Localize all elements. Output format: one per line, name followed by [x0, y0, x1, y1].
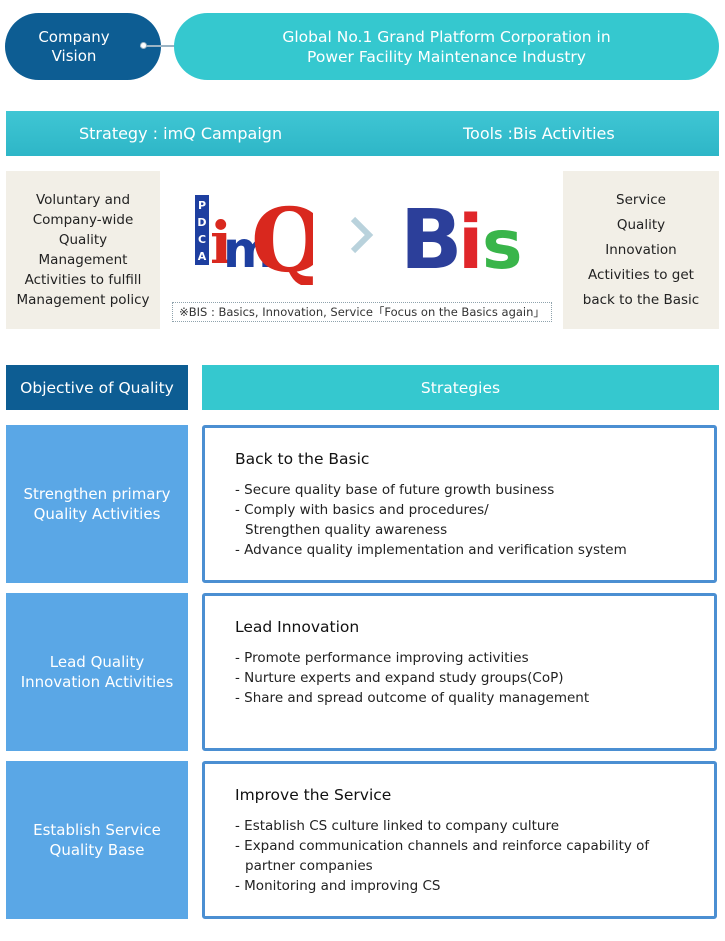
strategy-title: Back to the Basic — [235, 450, 370, 468]
imq-letter-i: i — [210, 209, 232, 277]
chevron-right-icon — [350, 216, 374, 254]
imq-description-box: Voluntary and Company-wide Quality Manag… — [6, 171, 160, 329]
bis-desc-line: back to the Basic — [582, 291, 700, 308]
objective-line: Innovation Activities — [20, 673, 174, 691]
strategy-item: - Secure quality base of future growth b… — [235, 482, 555, 498]
strategy-title: Improve the Service — [235, 786, 392, 804]
vision-label-line1: Company — [38, 27, 110, 46]
pdca-letter-c: C — [198, 233, 206, 246]
imq-logo: P D C A i m Q — [195, 188, 313, 285]
bis-desc-line: Service — [616, 191, 666, 208]
bis-letter-s: s — [482, 206, 522, 280]
bis-letter-b: B — [400, 193, 463, 280]
strategies-header: Strategies — [202, 365, 719, 410]
vision-statement-line1: Global No.1 Grand Platform Corporation i… — [282, 27, 611, 46]
strategy-item: - Share and spread outcome of quality ma… — [235, 690, 590, 706]
vision-label-line2: Vision — [51, 46, 97, 65]
strategy-title: Lead Innovation — [235, 618, 360, 636]
vision-connector — [140, 45, 192, 47]
vision-statement-line2: Power Facility Maintenance Industry — [307, 47, 586, 66]
pdca-letter-a: A — [198, 250, 207, 263]
strategy-item-continuation: partner companies — [245, 858, 373, 874]
strategy-item: - Comply with basics and procedures/ — [235, 502, 489, 518]
strategy-box: Back to the Basic - Secure quality base … — [202, 425, 717, 583]
objective-header: Objective of Quality — [6, 365, 188, 410]
pdca-letter-p: P — [198, 199, 206, 212]
strategy-item: - Monitoring and improving CS — [235, 878, 441, 894]
imq-desc-line: Company-wide — [32, 212, 134, 228]
bis-desc-line: Activities to get — [588, 266, 694, 283]
connector-dot-left — [140, 42, 147, 49]
company-vision-label: Company Vision — [5, 13, 161, 80]
strategy-item: - Nurture experts and expand study group… — [235, 670, 564, 686]
strategy-label: Strategy : imQ Campaign — [79, 124, 283, 143]
imq-desc-line: Management — [38, 252, 128, 268]
objective-line: Establish Service — [33, 821, 161, 839]
strategy-item: - Advance quality implementation and ver… — [235, 542, 627, 558]
tools-label: Tools :Bis Activities — [463, 124, 615, 143]
bis-logo: B i s — [400, 193, 522, 280]
strategy-box: Improve the Service - Establish CS cultu… — [202, 761, 717, 919]
imq-letter-m: m — [223, 221, 275, 279]
pdca-letter-d: D — [197, 216, 206, 229]
bis-letter-i: i — [458, 200, 483, 280]
strategy-item: - Promote performance improving activiti… — [235, 650, 529, 666]
strategy-item: - Expand communication channels and rein… — [235, 838, 650, 854]
imq-desc-line: Voluntary and — [35, 192, 131, 208]
strategy-item: - Establish CS culture linked to company… — [235, 818, 560, 834]
strategy-item-continuation: Strengthen quality awareness — [245, 522, 448, 538]
imq-desc-line: Activities to fulfill — [24, 272, 142, 288]
objective-line: Lead Quality — [49, 653, 145, 671]
bis-desc-line: Quality — [616, 216, 666, 233]
objective-line: Quality Activities — [33, 505, 161, 523]
objective-box: Establish Service Quality Base — [6, 761, 188, 919]
objective-line: Quality Base — [49, 841, 145, 859]
imq-letter-q: Q — [251, 188, 313, 285]
imq-desc-line: Management policy — [16, 292, 150, 308]
bis-description-box: Service Quality Innovation Activities to… — [563, 171, 719, 329]
strategy-box: Lead Innovation - Promote performance im… — [202, 593, 717, 751]
imq-desc-line: Quality — [58, 232, 108, 248]
objective-box: Lead Quality Innovation Activities — [6, 593, 188, 751]
bis-footnote: ※BIS : Basics, Innovation, Service「Focus… — [172, 302, 552, 322]
objective-line: Strengthen primary — [23, 485, 171, 503]
strategy-bar: Strategy : imQ Campaign Tools :Bis Activ… — [6, 111, 719, 156]
objective-box: Strengthen primary Quality Activities — [6, 425, 188, 583]
bis-desc-line: Innovation — [605, 241, 677, 258]
vision-statement: Global No.1 Grand Platform Corporation i… — [174, 13, 719, 80]
